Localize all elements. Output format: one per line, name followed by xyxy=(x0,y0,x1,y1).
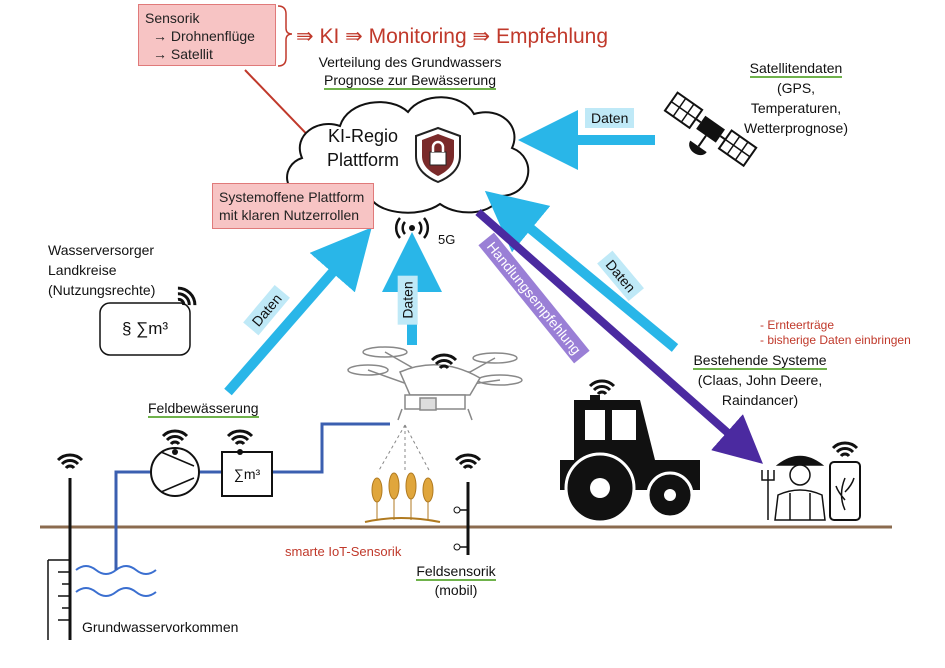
arrow-glyph: ⇛ xyxy=(345,25,363,48)
meter-label: ∑m³ xyxy=(233,466,261,482)
platform-box-line1: Systemoffene Plattform xyxy=(219,189,365,205)
platform-box: Systemoffene Plattform mit klaren Nutzer… xyxy=(212,183,374,229)
satellite-line3: Temperaturen, xyxy=(750,100,842,116)
sensorik-drone: → Drohnenflüge xyxy=(153,28,255,44)
water-supplier-line2: Landkreise xyxy=(48,262,117,278)
data-tag-satellite: Daten xyxy=(585,108,635,128)
5g-signal-icon xyxy=(395,217,429,239)
satellite-icon xyxy=(663,91,758,168)
flow-ki: KI xyxy=(319,25,340,48)
field-sensor-line2: (mobil) xyxy=(434,582,478,598)
arrow-data-existing-systems xyxy=(484,190,679,352)
header-sub: Verteilung des Grundwassers Prognose zur… xyxy=(300,53,520,90)
flow-empfehlung: Empfehlung xyxy=(495,25,609,48)
data-tag-drone: Daten xyxy=(397,275,418,325)
note-data: - bisherige Daten einbringen xyxy=(760,333,911,347)
field-sensor xyxy=(453,482,470,555)
note-harvest: - Ernteerträge xyxy=(760,318,835,332)
tractor-signal-icon xyxy=(588,379,616,396)
phone-icon xyxy=(829,461,861,521)
water-supplier-line3: (Nutzungsrechte) xyxy=(48,282,156,298)
drone-signal-icon xyxy=(430,353,458,370)
farmer-icon xyxy=(761,455,826,521)
sensorik-title: Sensorik xyxy=(145,10,200,26)
satellite-line2: (GPS, xyxy=(776,80,816,96)
existing-systems-text: Bestehende Systeme (Claas, John Deere, R… xyxy=(686,350,834,410)
meter-box xyxy=(221,451,273,497)
water-supplier-signal-icon xyxy=(177,286,197,306)
groundwater-label: Grundwasservorkommen xyxy=(82,619,239,635)
bracket xyxy=(277,5,293,67)
flow-monitoring: Monitoring xyxy=(368,25,467,48)
well-signal-icon xyxy=(56,453,84,470)
pump-icon xyxy=(150,447,200,497)
water-supplier-box xyxy=(99,302,191,356)
arrow-glyph: ⇛ xyxy=(472,25,491,48)
field-irrigation-title: Feldbewässerung xyxy=(148,399,259,418)
field-irrigation-label: Feldbewässerung xyxy=(148,400,259,418)
existing-systems-line3: Raindancer) xyxy=(721,392,799,408)
drone-icon xyxy=(347,346,523,421)
water-supplier-text: Wasserversorger Landkreise (Nutzungsrech… xyxy=(48,240,155,300)
platform-title: KI-Regio Plattform xyxy=(318,124,408,172)
meter-signal-icon xyxy=(226,429,254,446)
arrow-data-field-irrigation xyxy=(224,227,372,396)
network-label: 5G xyxy=(438,232,456,247)
satellite-line4: Wetterprognose) xyxy=(743,120,848,136)
platform-line1: KI-Regio xyxy=(327,126,399,146)
satellite-title: Satellitendaten xyxy=(749,60,843,78)
phone-signal-icon xyxy=(831,441,859,458)
header-flow: ⇛ KI ⇛ Monitoring ⇛ Empfehlung xyxy=(296,24,608,50)
platform-line2: Plattform xyxy=(326,150,400,170)
tractor-icon xyxy=(560,395,700,524)
existing-systems-title: Bestehende Systeme xyxy=(693,352,827,370)
groundwater-well xyxy=(47,478,72,640)
existing-systems-notes: - Ernteerträge - bisherige Daten einbrin… xyxy=(760,318,911,348)
field-sensor-title: Feldsensorik xyxy=(416,563,496,581)
header-sub-line2: Prognose zur Bewässerung xyxy=(324,72,496,90)
shield-lock-icon xyxy=(415,126,461,184)
header-sub-line1: Verteilung des Grundwassers xyxy=(318,54,502,70)
wheat-icon xyxy=(364,472,441,523)
arrow-recommendation xyxy=(475,209,763,464)
satellite-text: Satellitendaten (GPS, Temperaturen, Wett… xyxy=(726,58,866,138)
platform-box-line2: mit klaren Nutzerrollen xyxy=(219,207,360,223)
water-wave-2 xyxy=(75,587,157,597)
iot-label: smarte IoT-Sensorik xyxy=(285,544,402,559)
water-supplier-line1: Wasserversorger xyxy=(48,242,155,258)
existing-systems-line2: (Claas, John Deere, xyxy=(697,372,823,388)
arrow-glyph: ⇛ xyxy=(296,25,314,48)
sensorik-box: Sensorik → Drohnenflüge → Satellit xyxy=(138,4,276,66)
sensorik-satellite: → Satellit xyxy=(153,46,213,62)
field-sensor-text: Feldsensorik (mobil) xyxy=(408,562,504,600)
water-supplier-symbol: § ∑m³ xyxy=(121,319,169,338)
irrigation-pipe xyxy=(114,422,390,570)
pump-signal-icon xyxy=(161,429,189,446)
field-sensor-signal-icon xyxy=(454,453,482,470)
drone-scan-lines xyxy=(377,424,431,473)
